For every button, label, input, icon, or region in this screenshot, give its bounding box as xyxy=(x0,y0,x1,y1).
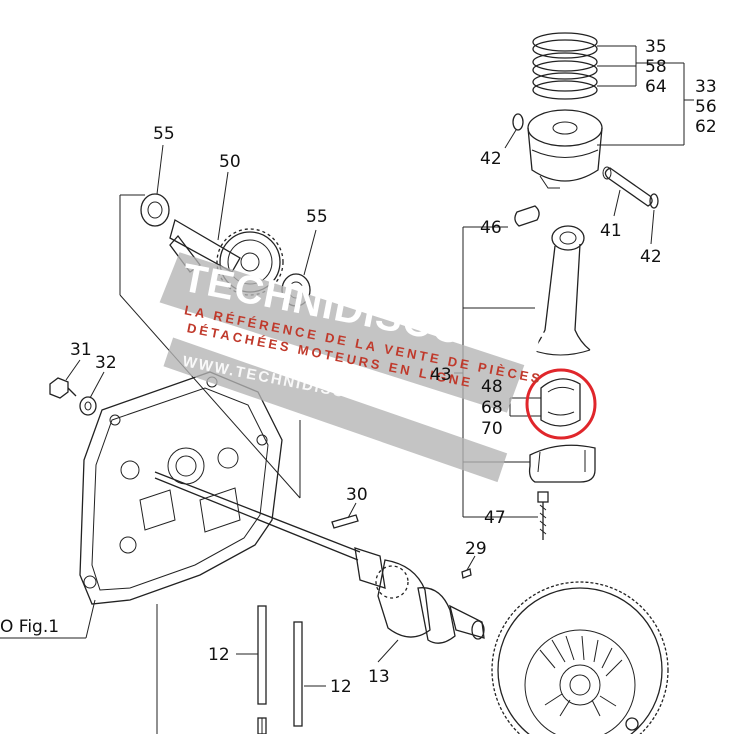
callout-35: 35 xyxy=(645,37,667,57)
callout-58: 58 xyxy=(645,57,667,77)
callout-50: 50 xyxy=(219,152,241,172)
rod-bolt xyxy=(537,491,549,540)
rod-cap xyxy=(528,444,596,483)
callout-12-left: 12 xyxy=(208,645,230,665)
callout-13: 13 xyxy=(368,667,390,687)
key-30 xyxy=(331,514,359,529)
highlight-circle xyxy=(525,368,597,440)
piston-rings xyxy=(532,32,598,100)
callout-labels: 35 58 64 33 56 62 42 41 42 46 43 48 68 7… xyxy=(0,37,717,697)
callout-43: 43 xyxy=(430,365,452,385)
crankshaft xyxy=(154,471,485,644)
piston-pin-clip-upper xyxy=(512,113,524,131)
small-end-bushing xyxy=(514,205,540,227)
callout-31: 31 xyxy=(70,340,92,360)
callout-56: 56 xyxy=(695,97,717,117)
callout-46: 46 xyxy=(480,218,502,238)
pin-29 xyxy=(461,568,472,579)
washer-32 xyxy=(79,396,97,416)
callout-33: 33 xyxy=(695,77,717,97)
callout-55-left: 55 xyxy=(153,124,175,144)
callout-47: 47 xyxy=(484,508,506,528)
callout-42-lower: 42 xyxy=(640,247,662,267)
connecting-rod xyxy=(531,225,591,356)
callout-42-upper: 42 xyxy=(480,149,502,169)
push-rods xyxy=(257,605,303,734)
piston-callout-lines xyxy=(504,45,694,245)
callout-55-right: 55 xyxy=(306,207,328,227)
callout-29: 29 xyxy=(465,539,487,559)
watermark: TECHNIDISCOUNT LA RÉFÉRENCE DE LA VENTE … xyxy=(159,252,552,483)
callout-64: 64 xyxy=(645,77,667,97)
callout-48: 48 xyxy=(481,377,503,397)
callout-41: 41 xyxy=(600,221,622,241)
left-callout-lines xyxy=(0,144,476,734)
callout-70: 70 xyxy=(481,419,503,439)
callout-30: 30 xyxy=(346,485,368,505)
piston-pin-clip-lower xyxy=(649,193,659,209)
bearing-left xyxy=(140,193,170,227)
callout-62: 62 xyxy=(695,117,717,137)
piston-pin xyxy=(602,166,653,207)
figure-reference: O Fig.1 xyxy=(0,617,59,637)
bolt-31 xyxy=(49,377,77,399)
callout-68: 68 xyxy=(481,398,503,418)
big-end-bearing xyxy=(540,378,581,427)
flywheel xyxy=(491,581,669,734)
gear-group-bracket xyxy=(119,194,301,499)
callout-12-right: 12 xyxy=(330,677,352,697)
piston xyxy=(527,109,603,189)
callout-32: 32 xyxy=(95,353,117,373)
